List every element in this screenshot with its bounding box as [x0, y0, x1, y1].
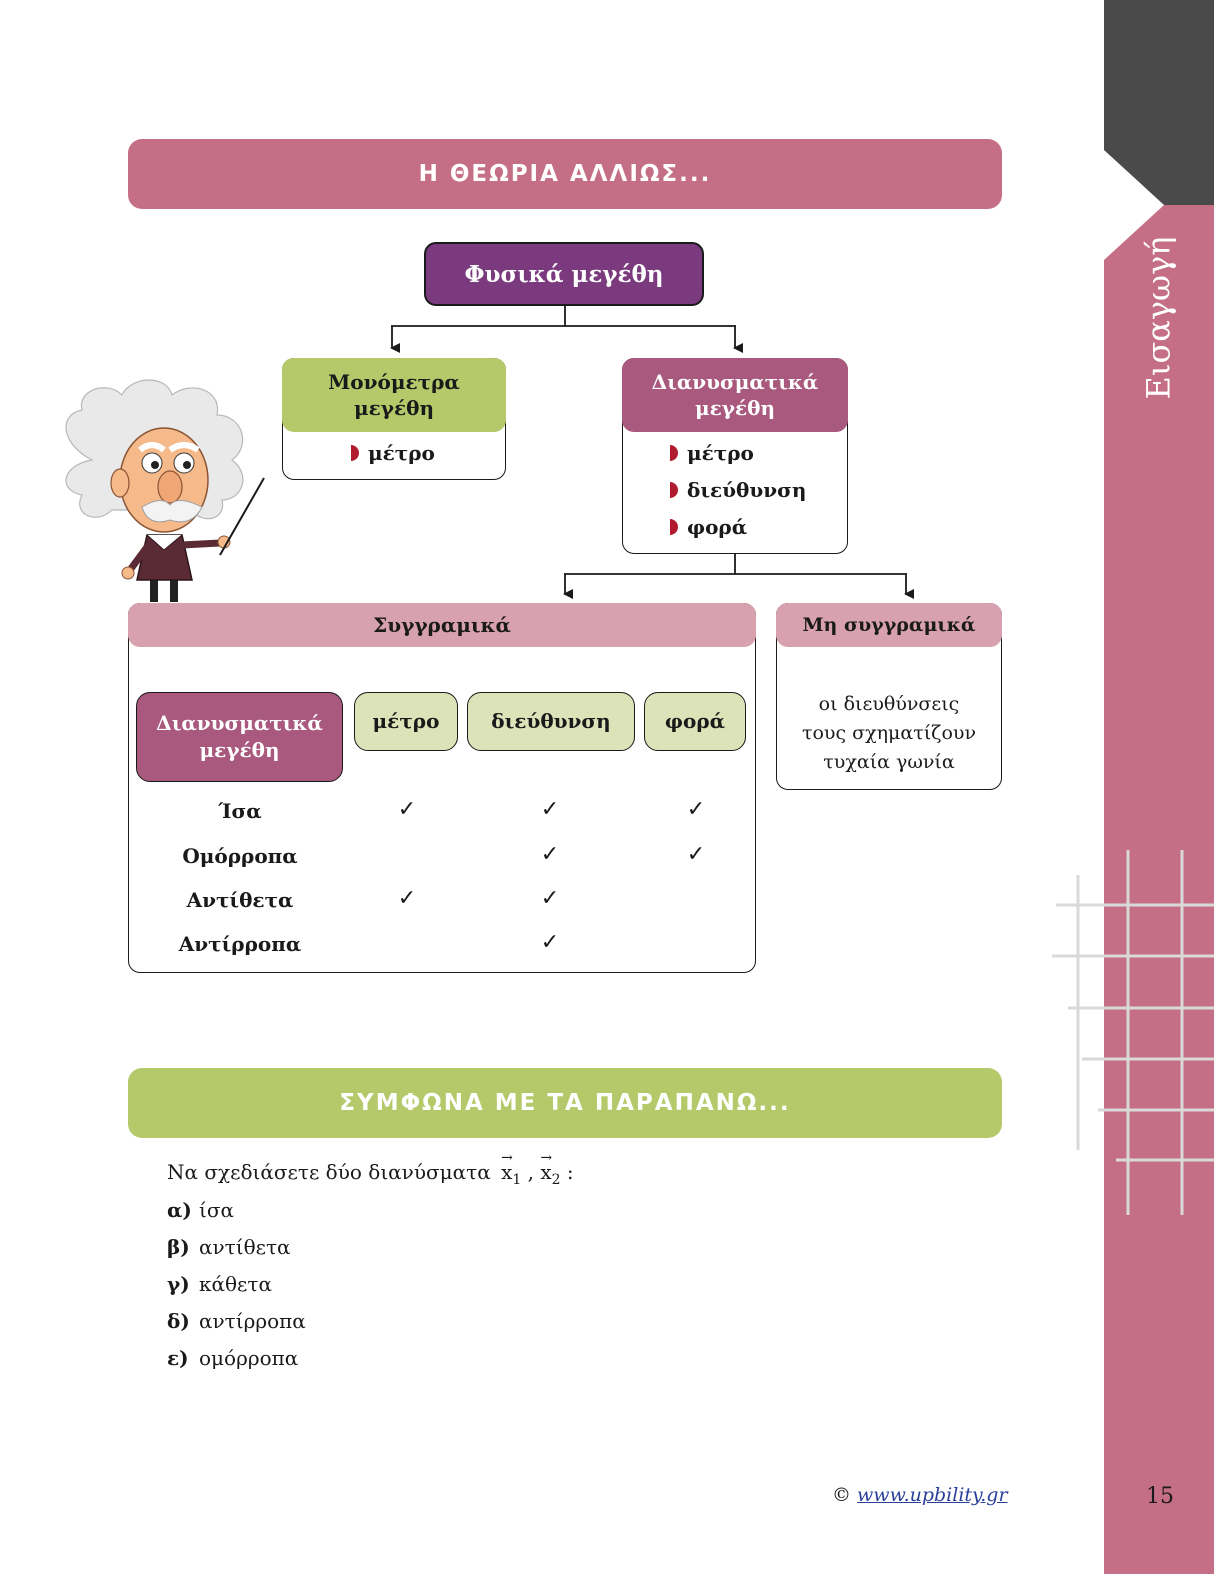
vector-arrow-icon: → — [540, 1150, 553, 1166]
non-collinear-title: Μη συγγραμικά — [802, 613, 976, 636]
column-header-label: διεύθυνση — [491, 709, 611, 733]
scalar-title-line2: μεγέθη — [353, 396, 435, 420]
exercise-item-text: αντίθετα — [199, 1235, 291, 1259]
scalar-item: μέτρο — [351, 441, 435, 465]
exercise-item: α) ίσα — [167, 1198, 234, 1222]
vector-item-magnitude: μέτρο — [670, 441, 754, 465]
bullet-icon — [670, 445, 678, 461]
vector-item-label: φορά — [687, 515, 748, 539]
bullet-icon — [351, 445, 359, 461]
table-row-label-same-sense: Ομόρροπα — [182, 844, 298, 868]
sidebar-grid-decoration — [1052, 850, 1214, 1215]
scalar-quantities-header: Μονόμετρα μεγέθη — [282, 358, 506, 432]
collinear-box: Συγγραμικά — [128, 603, 756, 973]
exercise-colon: : — [566, 1160, 574, 1184]
collinear-header: Συγγραμικά — [128, 603, 756, 647]
check-icon: ✓ — [540, 797, 560, 822]
exercise-item: β) αντίθετα — [167, 1235, 291, 1259]
vector-x2: →x2 — [540, 1150, 561, 1188]
root-node-label: Φυσικά μεγέθη — [464, 260, 664, 288]
scientist-illustration — [65, 379, 265, 602]
bullet-icon — [670, 482, 678, 498]
column-header-label: φορά — [664, 709, 726, 733]
non-collinear-description: οι διευθύνσεις τους σχηματίζουν τυχαία γ… — [777, 690, 1001, 777]
table-row-header: Διανυσματικά μεγέθη — [136, 692, 343, 782]
table-row-label-equal: Ίσα — [218, 799, 262, 823]
section-banner-theory: Η ΘΕΩΡΙΑ ΑΛΛΙΩΣ... — [128, 139, 1002, 209]
exercise-item-letter: δ) — [167, 1309, 190, 1333]
footer: © www.upbility.gr — [832, 1484, 1008, 1506]
non-collinear-header: Μη συγγραμικά — [776, 603, 1002, 647]
check-icon: ✓ — [540, 886, 560, 911]
root-node-physical-quantities: Φυσικά μεγέθη — [424, 242, 704, 306]
vector-arrow-icon: → — [501, 1150, 513, 1166]
check-icon: ✓ — [397, 797, 417, 822]
exercise-item-text: αντίρροπα — [199, 1309, 306, 1333]
check-icon: ✓ — [540, 842, 560, 867]
vector-title-line1: Διανυσματικά — [651, 370, 819, 394]
vector-item-label: μέτρο — [687, 441, 754, 465]
sidebar-band — [1104, 205, 1214, 1574]
copyright-icon: © — [832, 1484, 851, 1506]
row-header-line1: Διανυσματικά — [156, 711, 323, 735]
exercise-intro: Να σχεδιάσετε δύο διανύσματα →x1 , →x2 : — [167, 1150, 574, 1188]
column-header-label: μέτρο — [372, 709, 440, 733]
vector-item-label: διεύθυνση — [687, 478, 807, 502]
exercise-item: δ) αντίρροπα — [167, 1309, 306, 1333]
column-header-magnitude: μέτρο — [354, 692, 458, 751]
vector-x1: →x1 — [501, 1150, 522, 1188]
non-collinear-text-line1: οι διευθύνσεις — [818, 693, 960, 715]
exercise-item-letter: ε) — [167, 1346, 189, 1370]
table-row-label-opposite: Αντίθετα — [186, 888, 294, 912]
sidebar-notch — [1104, 150, 1164, 260]
vector-quantities-header: Διανυσματικά μεγέθη — [622, 358, 848, 432]
scalar-quantities-box: Μονόμετρα μεγέθη μέτρο — [282, 358, 506, 480]
exercise-item: ε) ομόρροπα — [167, 1346, 298, 1370]
footer-link[interactable]: www.upbility.gr — [857, 1484, 1008, 1506]
non-collinear-box: Μη συγγραμικά οι διευθύνσεις τους σχηματ… — [776, 603, 1002, 790]
section-banner-practice: ΣΥΜΦΩΝΑ ΜΕ ΤΑ ΠΑΡΑΠΑΝΩ... — [128, 1068, 1002, 1138]
bullet-icon — [670, 519, 678, 535]
collinear-title: Συγγραμικά — [373, 613, 511, 637]
vector-item-sense: φορά — [670, 515, 747, 539]
scalar-title-line1: Μονόμετρα — [328, 370, 460, 394]
exercise-item-letter: β) — [167, 1235, 190, 1259]
exercise-item-letter: γ) — [167, 1272, 190, 1296]
section-title-practice: ΣΥΜΦΩΝΑ ΜΕ ΤΑ ΠΑΡΑΠΑΝΩ... — [339, 1090, 791, 1116]
exercise-separator: , — [527, 1160, 534, 1184]
column-header-direction: διεύθυνση — [467, 692, 635, 751]
section-title-theory: Η ΘΕΩΡΙΑ ΑΛΛΙΩΣ... — [418, 161, 712, 187]
check-icon: ✓ — [686, 797, 706, 822]
exercise-item-letter: α) — [167, 1198, 192, 1222]
non-collinear-text-line2: τους σχηματίζουν — [801, 722, 977, 744]
vector-item-direction: διεύθυνση — [670, 478, 806, 502]
exercise-intro-text: Να σχεδιάσετε δύο διανύσματα — [167, 1160, 491, 1184]
scalar-item-label: μέτρο — [368, 441, 435, 465]
exercise-item-text: ομόρροπα — [199, 1346, 299, 1370]
non-collinear-text-line3: τυχαία γωνία — [823, 751, 955, 773]
vector-title-line2: μεγέθη — [694, 396, 776, 420]
check-icon: ✓ — [540, 930, 560, 955]
exercise-item: γ) κάθετα — [167, 1272, 272, 1296]
page-number: 15 — [1146, 1484, 1174, 1509]
exercise-item-text: ίσα — [199, 1198, 234, 1222]
exercise-item-text: κάθετα — [199, 1272, 272, 1296]
check-icon: ✓ — [686, 842, 706, 867]
table-row-label-opposite-sense: Αντίρροπα — [178, 932, 302, 956]
vector-quantities-box: Διανυσματικά μεγέθη μέτρο διεύθυνση φορά — [622, 358, 848, 554]
column-header-sense: φορά — [644, 692, 746, 751]
row-header-line2: μεγέθη — [199, 738, 280, 762]
check-icon: ✓ — [397, 886, 417, 911]
